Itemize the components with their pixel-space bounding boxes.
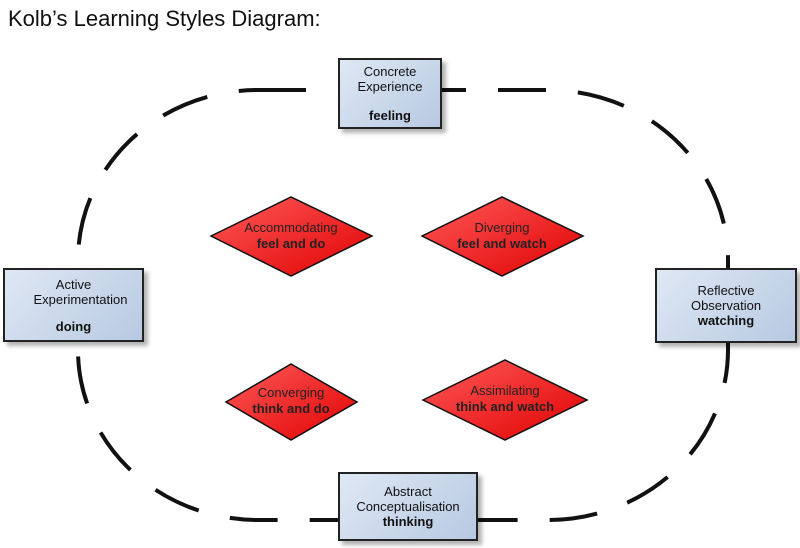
diverging-diamond <box>420 196 585 277</box>
reflective-observation-box: Reflective Observation watching <box>655 268 797 343</box>
accommodating-label: Accommodating feel and do <box>221 220 361 252</box>
stage-mode: doing <box>55 318 92 334</box>
abstract-conceptualisation-box: Abstract Conceptualisation thinking <box>338 472 478 541</box>
style-name: Converging <box>257 385 325 400</box>
diverging-label: Diverging feel and watch <box>432 220 572 252</box>
stage-mode: feeling <box>369 108 411 123</box>
diagram-title: Kolb’s Learning Styles Diagram: <box>8 6 321 31</box>
stage-name: Reflective Observation <box>690 283 762 313</box>
stage-name: Concrete Experience <box>357 64 423 94</box>
style-desc: think and watch <box>455 399 555 414</box>
style-name: Assimilating <box>470 383 540 398</box>
learning-cycle-loop <box>76 88 730 522</box>
style-desc: feel and watch <box>457 236 547 251</box>
stage-mode: watching <box>697 313 755 328</box>
style-desc: think and do <box>252 401 330 416</box>
stage-name: Active Experimentation <box>33 276 128 307</box>
converging-label: Converging think and do <box>221 385 361 417</box>
stage-mode: thinking <box>382 514 434 529</box>
stage-name: Abstract Conceptualisation <box>356 484 460 514</box>
assimilating-label: Assimilating think and watch <box>435 383 575 415</box>
style-name: Accommodating <box>244 220 338 235</box>
assimilating-diamond <box>421 359 589 441</box>
accommodating-diamond <box>209 196 374 277</box>
concrete-experience-box: Concrete Experience feeling <box>338 58 442 129</box>
converging-diamond <box>224 363 359 441</box>
active-experimentation-box: Active Experimentation doing <box>3 268 144 342</box>
style-name: Diverging <box>474 220 530 235</box>
style-desc: feel and do <box>256 236 326 251</box>
